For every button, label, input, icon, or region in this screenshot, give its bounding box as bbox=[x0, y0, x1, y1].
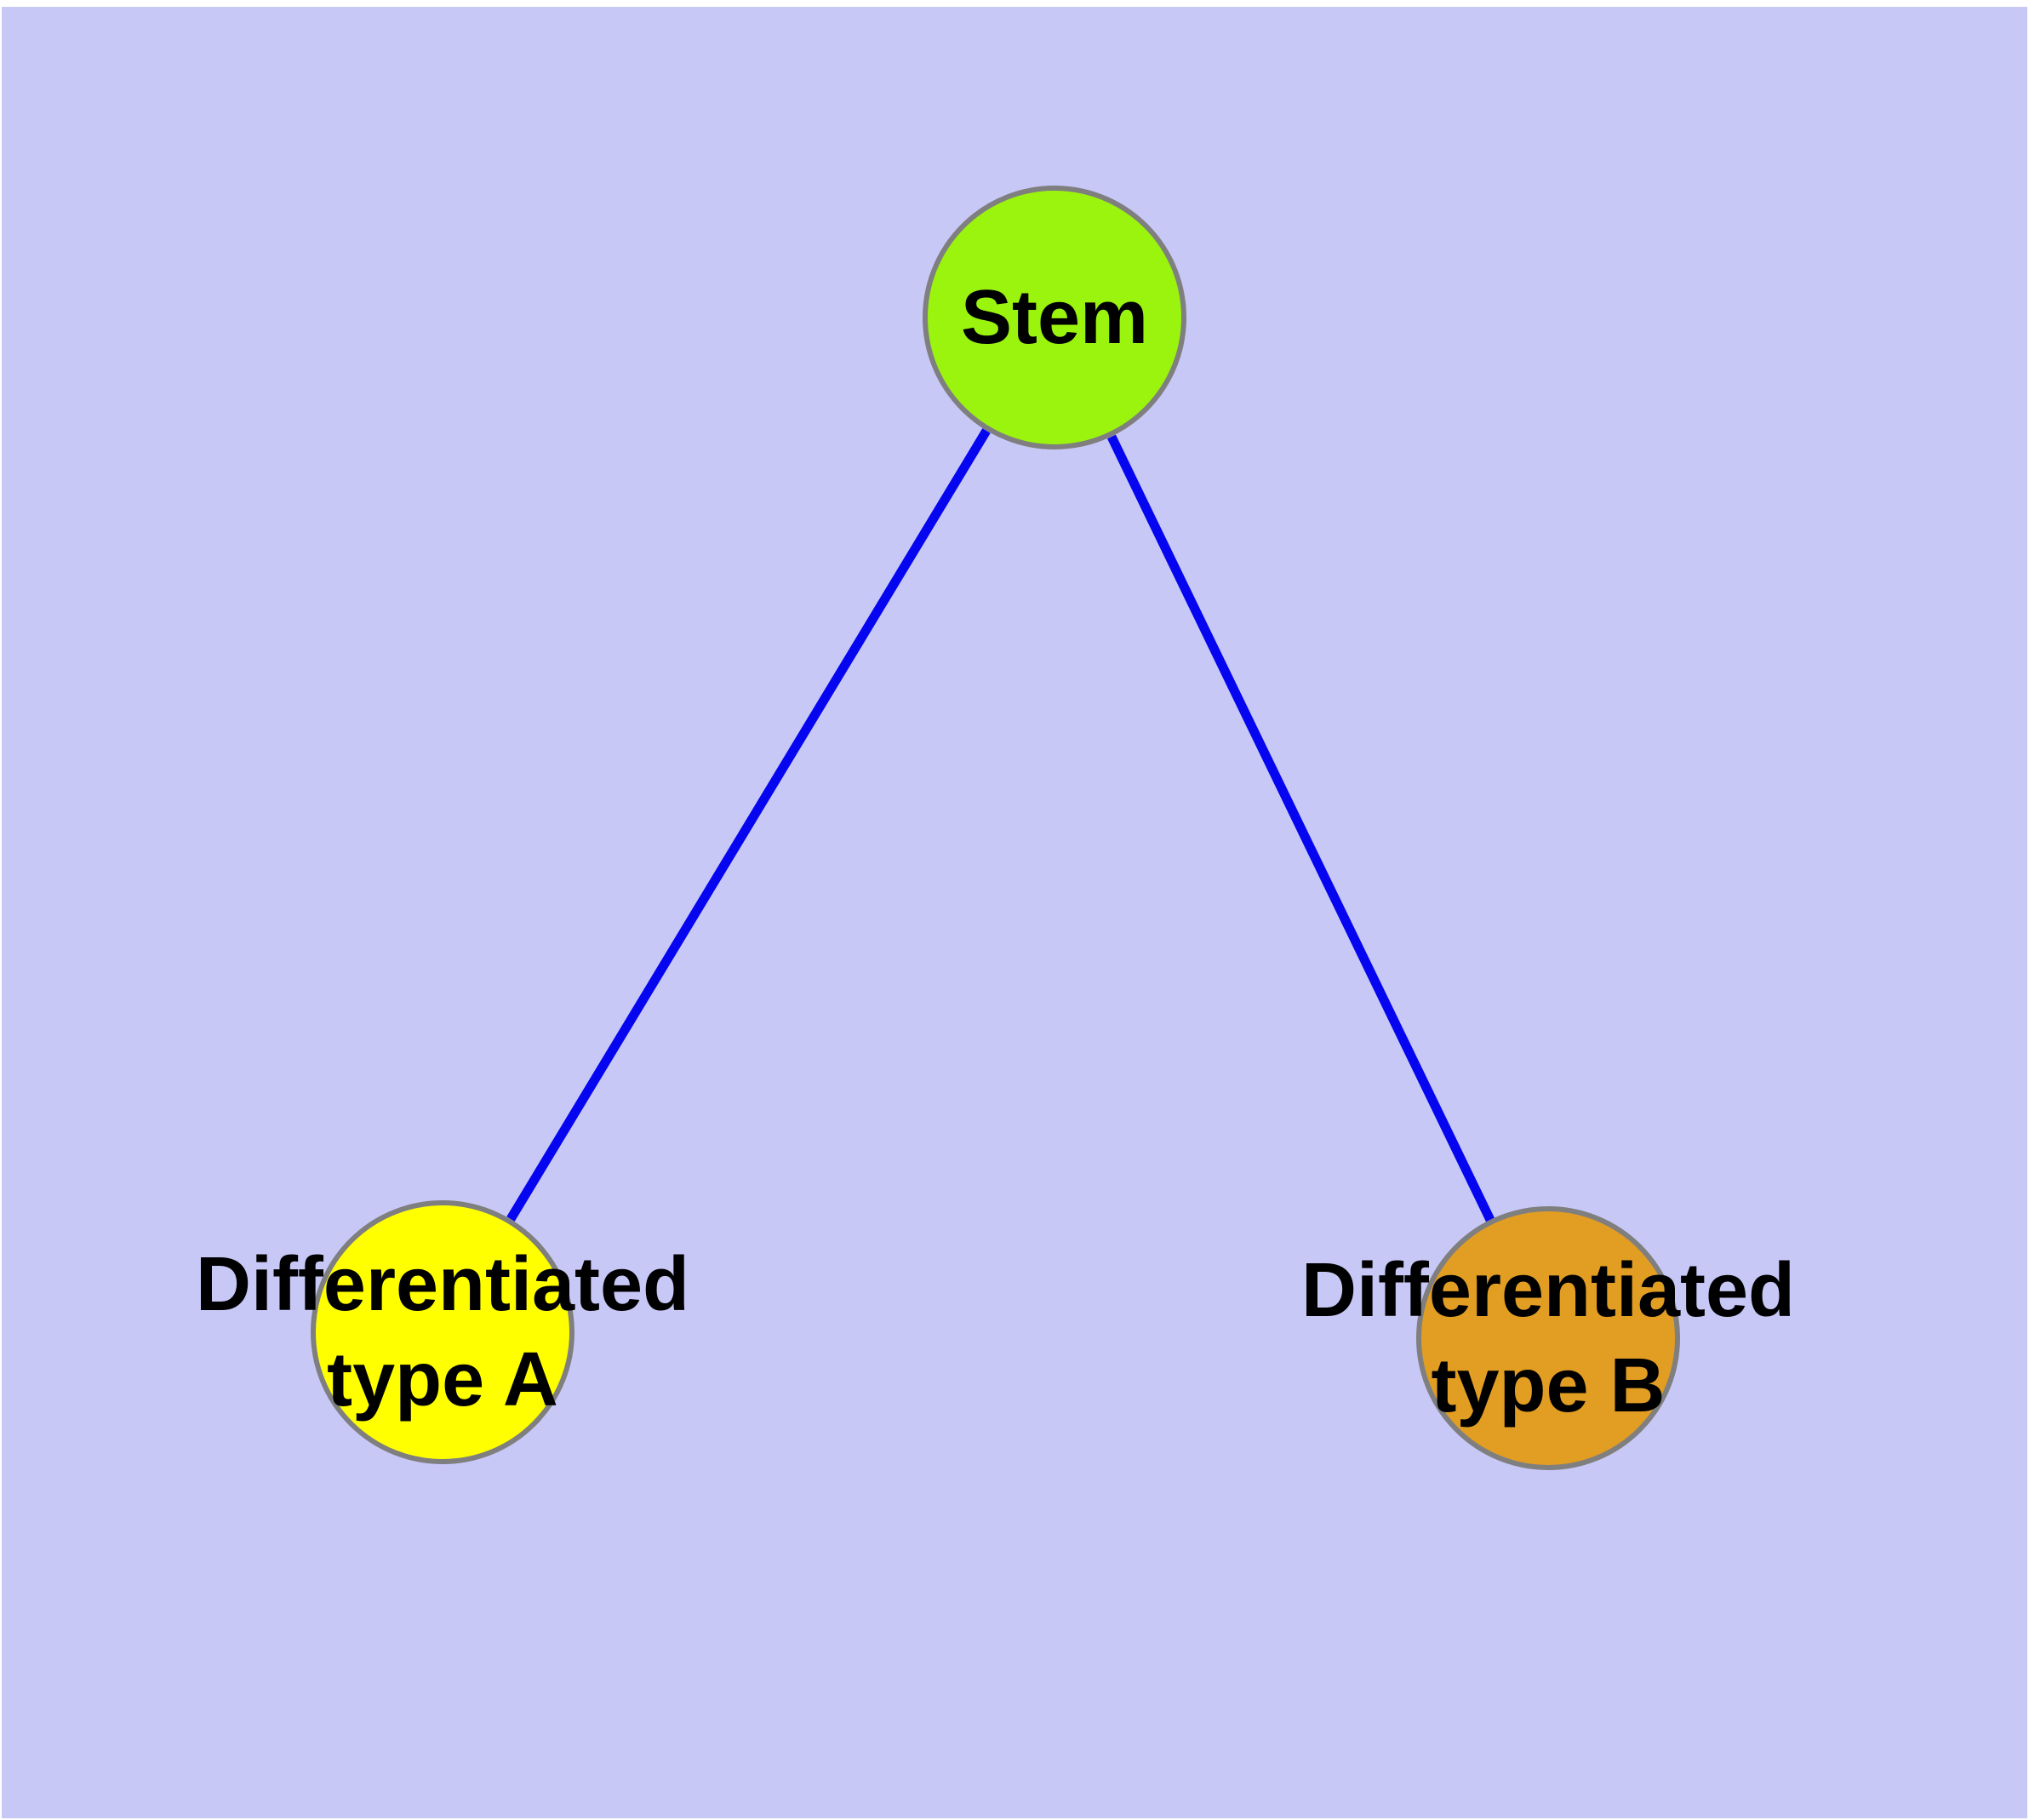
type-a-node-circle bbox=[311, 1200, 574, 1464]
node-stem: Stem bbox=[923, 186, 1186, 449]
type-a-node-label-line2: type A bbox=[327, 1337, 558, 1422]
type-a-node-label-line1: Differentiated bbox=[196, 1242, 689, 1327]
node-differentiated-type-b: Differentiated type B bbox=[1301, 1206, 1795, 1470]
type-b-node-label-line1: Differentiated bbox=[1301, 1248, 1795, 1333]
type-b-node-circle bbox=[1416, 1206, 1680, 1470]
stem-node-label: Stem bbox=[961, 275, 1148, 360]
edge-stem-to-type-a bbox=[506, 428, 991, 1222]
stem-node-circle bbox=[923, 186, 1186, 449]
node-differentiated-type-a: Differentiated type A bbox=[196, 1200, 689, 1464]
edge-stem-to-type-b bbox=[1107, 434, 1495, 1222]
type-b-node-label-line2: type B bbox=[1431, 1343, 1665, 1428]
